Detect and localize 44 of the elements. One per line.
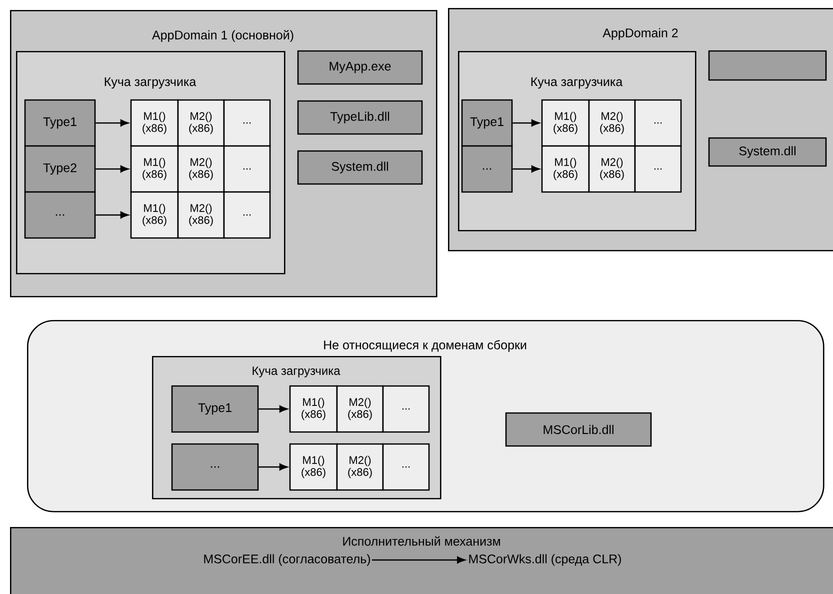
method-cell: M2() (x86) <box>588 99 636 147</box>
dll-label: MSCorWks.dll (среда CLR) <box>469 554 621 566</box>
assembly-box: TypeLib.dll <box>297 100 423 135</box>
method-cell: M1() (x86) <box>541 145 590 193</box>
method-cell: M1() (x86) <box>289 443 338 491</box>
type-box: ... <box>171 443 259 491</box>
method-cell: M2() (x86) <box>177 191 225 239</box>
method-cell: M1() (x86) <box>130 145 179 193</box>
method-cell: M2() (x86) <box>588 145 636 193</box>
method-cell: ... <box>382 385 430 433</box>
method-cell: ... <box>634 145 682 193</box>
type-box: Type2 <box>24 145 96 193</box>
assembly-box <box>708 50 827 81</box>
method-cell: ... <box>634 99 682 147</box>
assembly-box: System.dll <box>297 150 423 185</box>
arrow <box>96 119 129 127</box>
assembly-box: System.dll <box>708 137 827 167</box>
arrow <box>512 165 540 173</box>
method-cell: ... <box>223 191 271 239</box>
arrow <box>96 165 129 173</box>
method-cell: M2() (x86) <box>177 145 225 193</box>
type-box: Type1 <box>461 99 513 147</box>
assembly-box: MSCorLib.dll <box>505 412 652 447</box>
method-cell: M2() (x86) <box>336 385 384 433</box>
type-box: ... <box>24 191 96 239</box>
method-cell: ... <box>382 443 430 491</box>
arrow <box>96 211 129 219</box>
type-box: Type1 <box>24 99 96 147</box>
type-box: ... <box>461 145 513 193</box>
method-cell: M1() (x86) <box>541 99 590 147</box>
arrow <box>258 463 288 471</box>
type-box: Type1 <box>171 385 259 433</box>
method-cell: M1() (x86) <box>130 99 179 147</box>
dll-label: MSCorEE.dll (согласователь) <box>204 554 370 566</box>
arrow <box>258 405 288 413</box>
assembly-box: MyApp.exe <box>297 50 423 85</box>
arrow <box>512 119 540 127</box>
method-cell: M2() (x86) <box>336 443 384 491</box>
method-cell: M2() (x86) <box>177 99 225 147</box>
method-cell: ... <box>223 99 271 147</box>
method-cell: ... <box>223 145 271 193</box>
arrow <box>372 556 466 564</box>
method-cell: M1() (x86) <box>130 191 179 239</box>
method-cell: M1() (x86) <box>289 385 338 433</box>
